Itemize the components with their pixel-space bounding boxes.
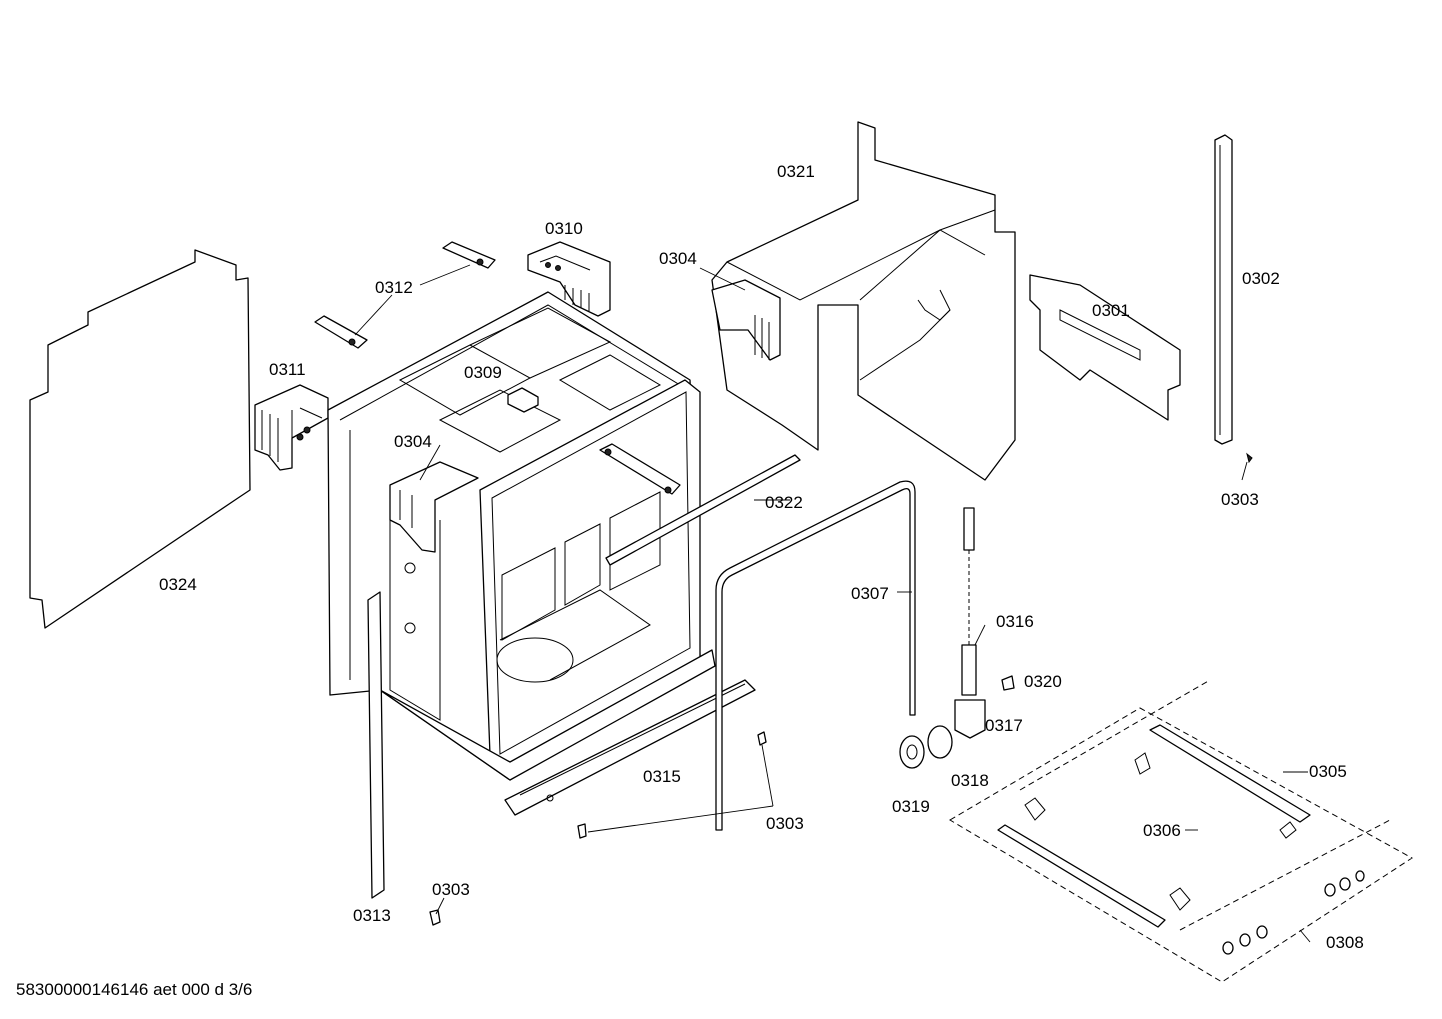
label-0303-mid: 0303 <box>766 814 804 833</box>
label-0308: 0308 <box>1326 933 1364 952</box>
part-0312-clip-lower <box>314 315 368 349</box>
part-0307-gasket <box>715 480 916 831</box>
label-0315: 0315 <box>643 767 681 786</box>
label-0307: 0307 <box>851 584 889 603</box>
part-0308-fasteners <box>1222 870 1365 955</box>
label-0321: 0321 <box>777 162 815 181</box>
tub-assembly <box>327 291 716 781</box>
part-0306-rail <box>997 752 1191 928</box>
part-0302-rail <box>1214 134 1233 445</box>
part-0318-ring <box>927 725 953 759</box>
label-0312: 0312 <box>375 278 413 297</box>
label-0302: 0302 <box>1242 269 1280 288</box>
part-0311-bracket <box>254 384 329 471</box>
part-0301-insulation <box>1029 274 1181 421</box>
part-labels: 0301 0302 0303 0303 0303 0304 0304 0305 … <box>159 162 1364 952</box>
label-0309: 0309 <box>464 363 502 382</box>
part-0312-clip-upper <box>442 241 496 269</box>
part-0305-rail <box>1149 724 1311 839</box>
part-0303-screw-low <box>577 823 587 839</box>
part-0321-top-cover <box>711 121 1016 481</box>
part-hinge-arm <box>599 443 681 495</box>
label-0304-right: 0304 <box>659 249 697 268</box>
part-0313-side-strip <box>367 591 385 899</box>
label-0311: 0311 <box>269 360 306 379</box>
label-0316: 0316 <box>996 612 1034 631</box>
part-0319-cap <box>899 735 925 769</box>
label-0322: 0322 <box>765 493 803 512</box>
leader-lines <box>354 264 1311 943</box>
part-0320-screw <box>1001 675 1015 691</box>
part-0322-strip <box>605 454 801 566</box>
part-0304-right-cover <box>711 279 781 361</box>
document-id: 58300000146146 aet 000 d 3/6 <box>16 980 253 999</box>
part-0309-latch <box>507 387 539 413</box>
part-0303-screw-bottom <box>429 909 441 926</box>
label-0324: 0324 <box>159 575 197 594</box>
part-0303-screw-mid <box>757 731 767 746</box>
part-0317-connector <box>954 699 986 739</box>
label-0317: 0317 <box>985 716 1023 735</box>
part-0324-side-panel <box>29 249 251 629</box>
label-0301: 0301 <box>1092 301 1130 320</box>
label-0305: 0305 <box>1309 762 1347 781</box>
label-0303-right: 0303 <box>1221 490 1259 509</box>
part-0315-base-strip <box>504 679 756 816</box>
label-0313: 0313 <box>353 906 391 925</box>
label-0304-left: 0304 <box>394 432 432 451</box>
part-0316-hose <box>961 507 977 696</box>
label-0306: 0306 <box>1143 821 1181 840</box>
label-0303-bottom: 0303 <box>432 880 470 899</box>
label-0320: 0320 <box>1024 672 1062 691</box>
label-0319: 0319 <box>892 797 930 816</box>
part-0308-mounting-kit <box>949 679 1413 983</box>
part-0304-left-cover <box>389 461 479 553</box>
label-0318: 0318 <box>951 771 989 790</box>
label-0310: 0310 <box>545 219 583 238</box>
part-0303-screw-right <box>1246 452 1253 464</box>
part-0310-bracket <box>527 241 611 317</box>
